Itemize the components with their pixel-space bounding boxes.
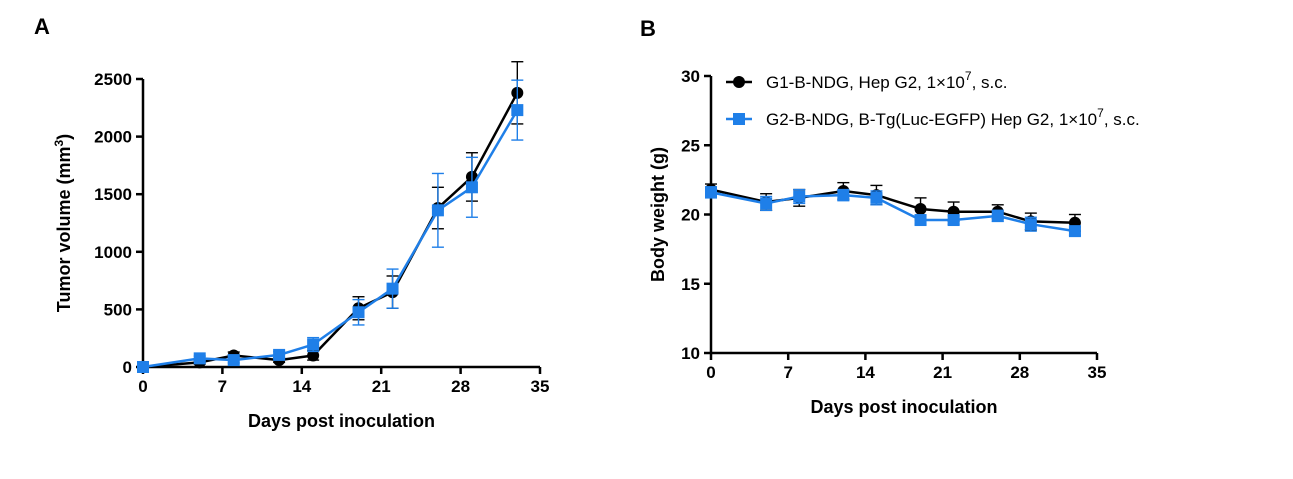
x-tick-label-b: 35 <box>1088 363 1107 382</box>
y-tick-label-a: 500 <box>104 300 132 319</box>
data-point-g2 <box>914 214 927 227</box>
data-point-g2 <box>193 352 206 365</box>
legend-item-g1: G1-B-NDG, Hep G2, 1×107, s.c. <box>726 69 1007 92</box>
data-point-g2 <box>431 204 444 217</box>
x-tick-label-b: 21 <box>933 363 952 382</box>
legend-g2-exponent: 7 <box>1097 106 1104 120</box>
x-tick-label-a: 0 <box>138 377 147 396</box>
data-point-g2 <box>227 354 240 367</box>
y-tick-label-b: 10 <box>681 344 700 363</box>
y-tick-label-a: 2000 <box>94 128 132 147</box>
data-point-g2 <box>386 282 399 295</box>
data-point-g2 <box>837 189 850 202</box>
data-point-g2 <box>465 181 478 194</box>
y-tick-label-b: 25 <box>681 136 700 155</box>
y-axis-title-a: Tumor volume (mm3) <box>52 134 74 312</box>
data-point-g2 <box>870 191 883 204</box>
x-tick-label-b: 28 <box>1010 363 1029 382</box>
legend: G1-B-NDG, Hep G2, 1×107, s.c. G2-B-NDG, … <box>726 69 1140 129</box>
legend-label-g1: G1-B-NDG, Hep G2, 1×107, s.c. <box>766 69 1007 92</box>
x-tick-label-b: 7 <box>783 363 792 382</box>
x-axis-title-a: Days post inoculation <box>248 411 435 431</box>
data-point-g2 <box>760 197 773 210</box>
x-axis-title-b: Days post inoculation <box>810 397 997 417</box>
x-tick-label-a: 35 <box>531 377 550 396</box>
y-tick-label-b: 15 <box>681 275 700 294</box>
data-point-g2 <box>947 214 960 227</box>
series-line-g2 <box>142 109 519 369</box>
y-tick-label-b: 20 <box>681 206 700 225</box>
y-tick-label-a: 1000 <box>94 243 132 262</box>
data-point-g2 <box>1024 218 1037 231</box>
x-tick-label-a: 7 <box>218 377 227 396</box>
panel-label-a: A <box>34 14 50 39</box>
series-line-g1 <box>142 92 519 369</box>
legend-label-g2: G2-B-NDG, B-Tg(Luc-EGFP) Hep G2, 1×107, … <box>766 106 1140 129</box>
series-line-g2 <box>710 191 1076 233</box>
y-tick-label-a: 1500 <box>94 185 132 204</box>
x-tick-label-b: 0 <box>706 363 715 382</box>
legend-g2-suffix: , s.c. <box>1104 110 1140 129</box>
series-g1-a <box>137 61 524 373</box>
legend-g1-exponent: 7 <box>965 69 972 83</box>
x-tick-label-a: 28 <box>451 377 470 396</box>
series-g2-b <box>705 186 1081 238</box>
x-tick-label-b: 14 <box>856 363 875 382</box>
y-tick-label-a: 0 <box>123 358 132 377</box>
x-tick-label-a: 14 <box>292 377 311 396</box>
panel-label-b: B <box>640 16 656 41</box>
data-point-g2 <box>705 186 717 199</box>
legend-item-g2: G2-B-NDG, B-Tg(Luc-EGFP) Hep G2, 1×107, … <box>726 106 1140 129</box>
data-point-g2 <box>307 338 320 351</box>
y-tick-label-a: 2500 <box>94 70 132 89</box>
data-point-g2 <box>793 190 806 203</box>
y-axis-title-b: Body weight (g) <box>648 147 668 282</box>
y-tick-label-b: 30 <box>681 67 700 86</box>
data-point-g2 <box>137 361 149 373</box>
legend-marker-g1 <box>733 76 745 88</box>
legend-marker-g2 <box>733 113 745 125</box>
data-point-g1 <box>307 349 320 362</box>
data-point-g2 <box>352 306 365 319</box>
data-point-g1 <box>914 202 927 215</box>
data-point-g2 <box>511 104 524 117</box>
legend-g2-prefix: G2-B-NDG, B-Tg(Luc-EGFP) Hep G2, 1×10 <box>766 110 1097 129</box>
series-g2-a <box>137 79 524 373</box>
data-point-g2 <box>991 209 1004 222</box>
legend-g1-prefix: G1-B-NDG, Hep G2, 1×10 <box>766 73 965 92</box>
data-point-g2 <box>1068 225 1081 238</box>
legend-g1-suffix: , s.c. <box>972 73 1008 92</box>
x-tick-label-a: 21 <box>372 377 391 396</box>
data-point-g2 <box>273 348 286 361</box>
